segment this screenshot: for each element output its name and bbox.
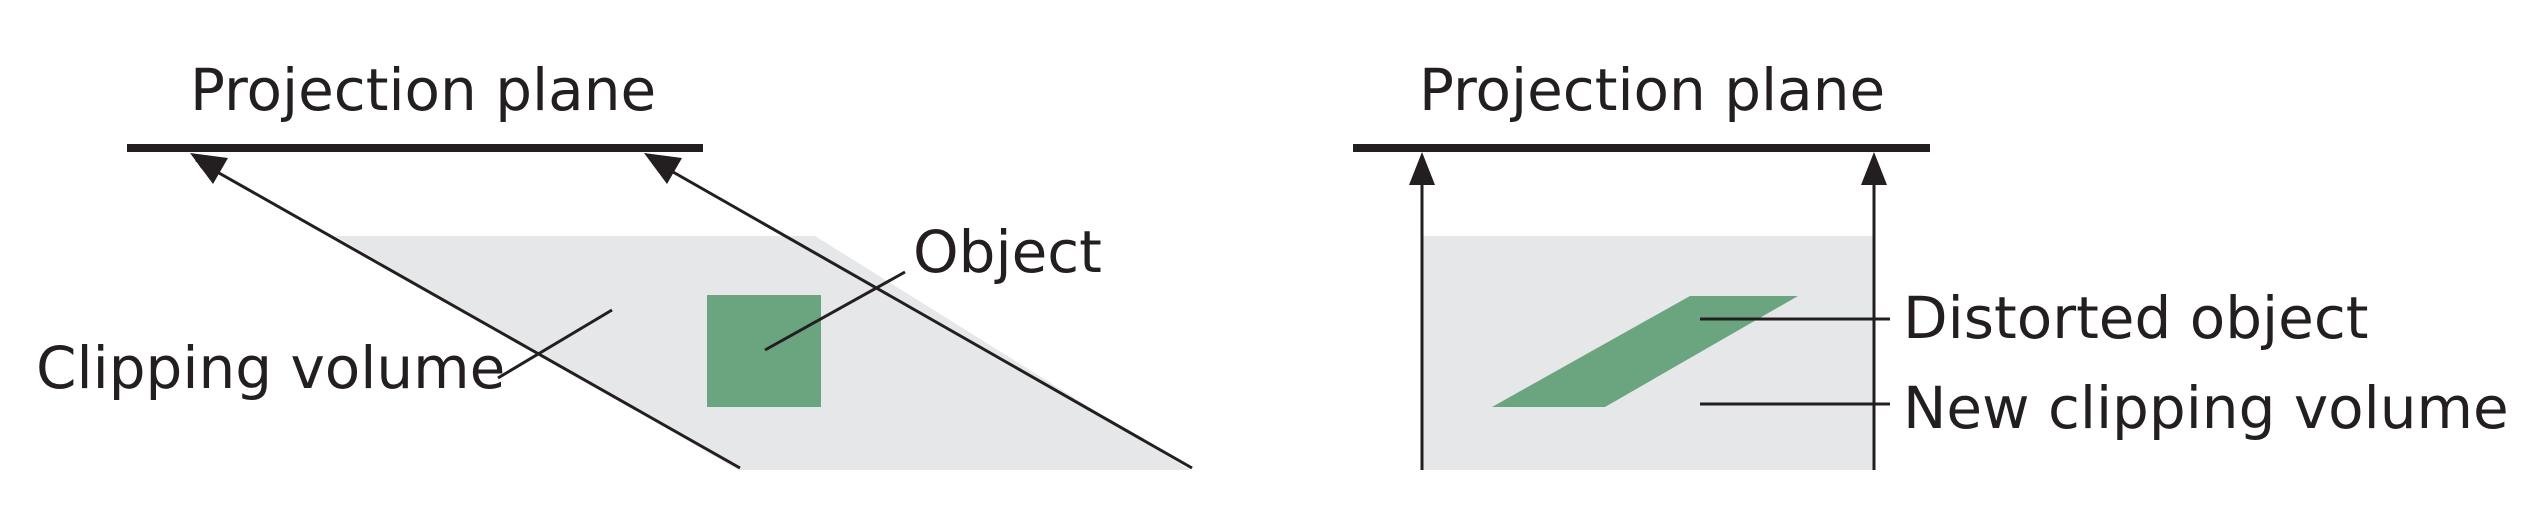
right-arrowhead-1 <box>1409 152 1435 185</box>
right-arrowhead-2 <box>1861 152 1887 185</box>
left-panel: Projection plane Object Clipping volume <box>36 56 1193 470</box>
right-object-label: Distorted object <box>1903 284 2368 352</box>
right-plane-label: Projection plane <box>1419 56 1885 124</box>
left-arrowhead-2 <box>644 153 682 184</box>
left-projector-arrow-1 <box>195 158 741 470</box>
left-object-label: Object <box>913 218 1102 286</box>
left-object-leader <box>764 270 906 352</box>
left-clip-label: Clipping volume <box>36 334 505 402</box>
left-projector-arrow-2 <box>651 158 1193 470</box>
left-arrowhead-1 <box>190 153 228 184</box>
right-panel: Projection plane Distorted object New cl… <box>1353 56 2509 470</box>
left-clip-leader <box>497 308 613 380</box>
right-distorted-object <box>1492 296 1798 407</box>
left-plane-label: Projection plane <box>190 56 656 124</box>
right-clip-label: New clipping volume <box>1903 374 2509 442</box>
left-object <box>707 295 821 407</box>
